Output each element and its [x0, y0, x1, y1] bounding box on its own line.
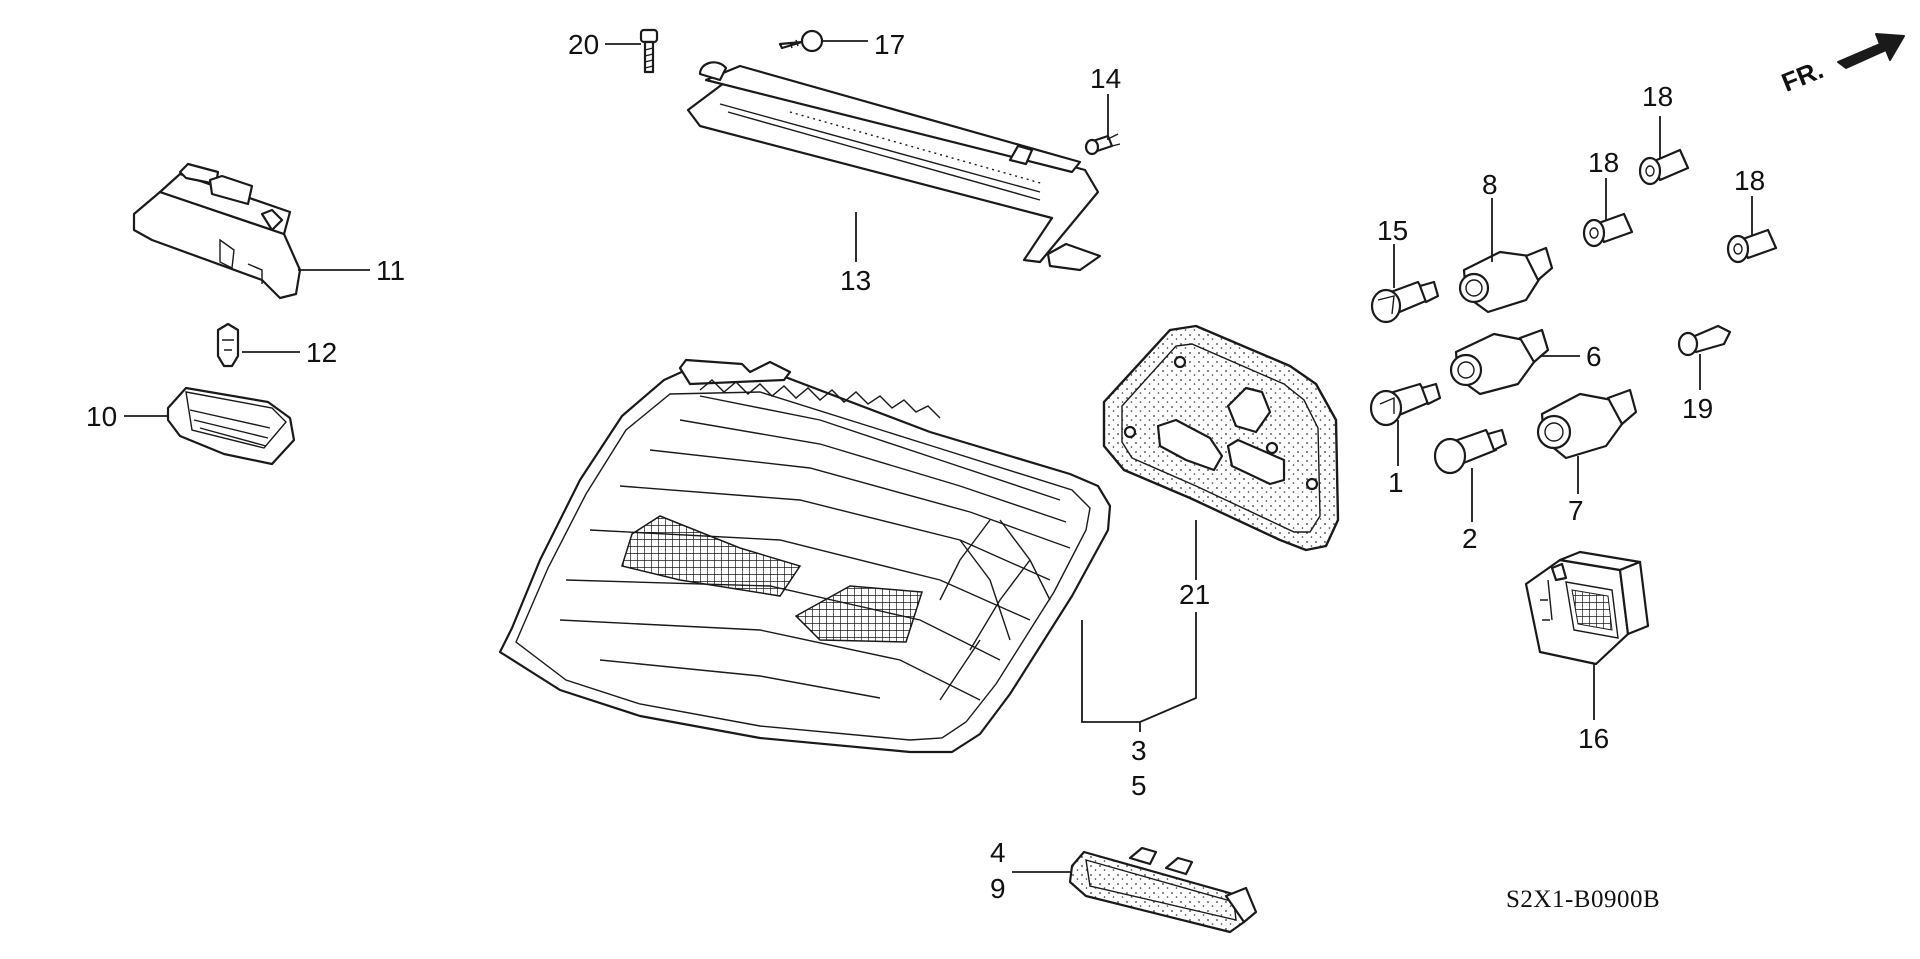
part-13-high-mount-stop-light: [686, 61, 1102, 272]
part-19-clip: [1677, 324, 1732, 357]
callout-8: 8: [1482, 169, 1498, 200]
callout-13: 13: [840, 265, 871, 296]
part-11-license-light-housing: [132, 162, 302, 300]
callout-11: 11: [376, 255, 405, 286]
callout-9: 9: [990, 873, 1006, 904]
part-8-socket: [1458, 246, 1554, 314]
callout-3: 3: [1131, 735, 1147, 766]
front-arrow-icon: [1837, 33, 1905, 69]
callout-15: 15: [1377, 215, 1408, 246]
front-direction-indicator: FR.: [1777, 33, 1905, 98]
callout-1: 1: [1388, 467, 1404, 498]
part-2-bulb: [1433, 428, 1508, 475]
callout-18a: 18: [1642, 81, 1673, 112]
callout-12: 12: [306, 337, 337, 368]
part-16-control-unit: [1524, 550, 1650, 666]
part-17-screw: [778, 29, 824, 53]
callout-18b: 18: [1588, 147, 1619, 178]
part-18b-grommet: [1582, 212, 1634, 248]
part-3-5-tail-light-assembly: [498, 358, 1112, 754]
diagram-code: S2X1-B0900B: [1506, 886, 1660, 913]
part-15-bulb: [1370, 280, 1440, 324]
part-4-9-side-reflector: [1068, 846, 1258, 934]
callout-2: 2: [1462, 523, 1478, 554]
part-6-socket: [1449, 328, 1550, 396]
part-20-bolt: [639, 28, 659, 74]
callout-18c: 18: [1734, 165, 1765, 196]
callout-7: 7: [1568, 495, 1584, 526]
part-10-license-light-lens: [166, 386, 296, 466]
leader-lines: [124, 40, 1753, 873]
front-label: FR.: [1777, 54, 1827, 98]
callout-14: 14: [1090, 63, 1121, 94]
part-7-socket: [1536, 388, 1638, 460]
part-14-bulb: [1084, 133, 1121, 156]
part-18a-grommet: [1638, 148, 1690, 186]
callout-4: 4: [990, 837, 1006, 868]
callout-20: 20: [568, 29, 599, 60]
callout-16: 16: [1578, 723, 1609, 754]
part-21-gasket: [1102, 324, 1340, 552]
callout-labels: 20 17 14 13 11 12 10 15 8 6 1 2 7 18 18 …: [86, 29, 1765, 904]
callout-17: 17: [874, 29, 905, 60]
part-1-bulb: [1369, 382, 1442, 427]
callout-21: 21: [1179, 579, 1210, 610]
callout-5: 5: [1131, 770, 1147, 801]
callout-19: 19: [1682, 393, 1713, 424]
callout-10: 10: [86, 401, 117, 432]
callout-6: 6: [1586, 341, 1602, 372]
part-18c-grommet: [1726, 228, 1778, 264]
part-12-clip: [216, 322, 240, 368]
